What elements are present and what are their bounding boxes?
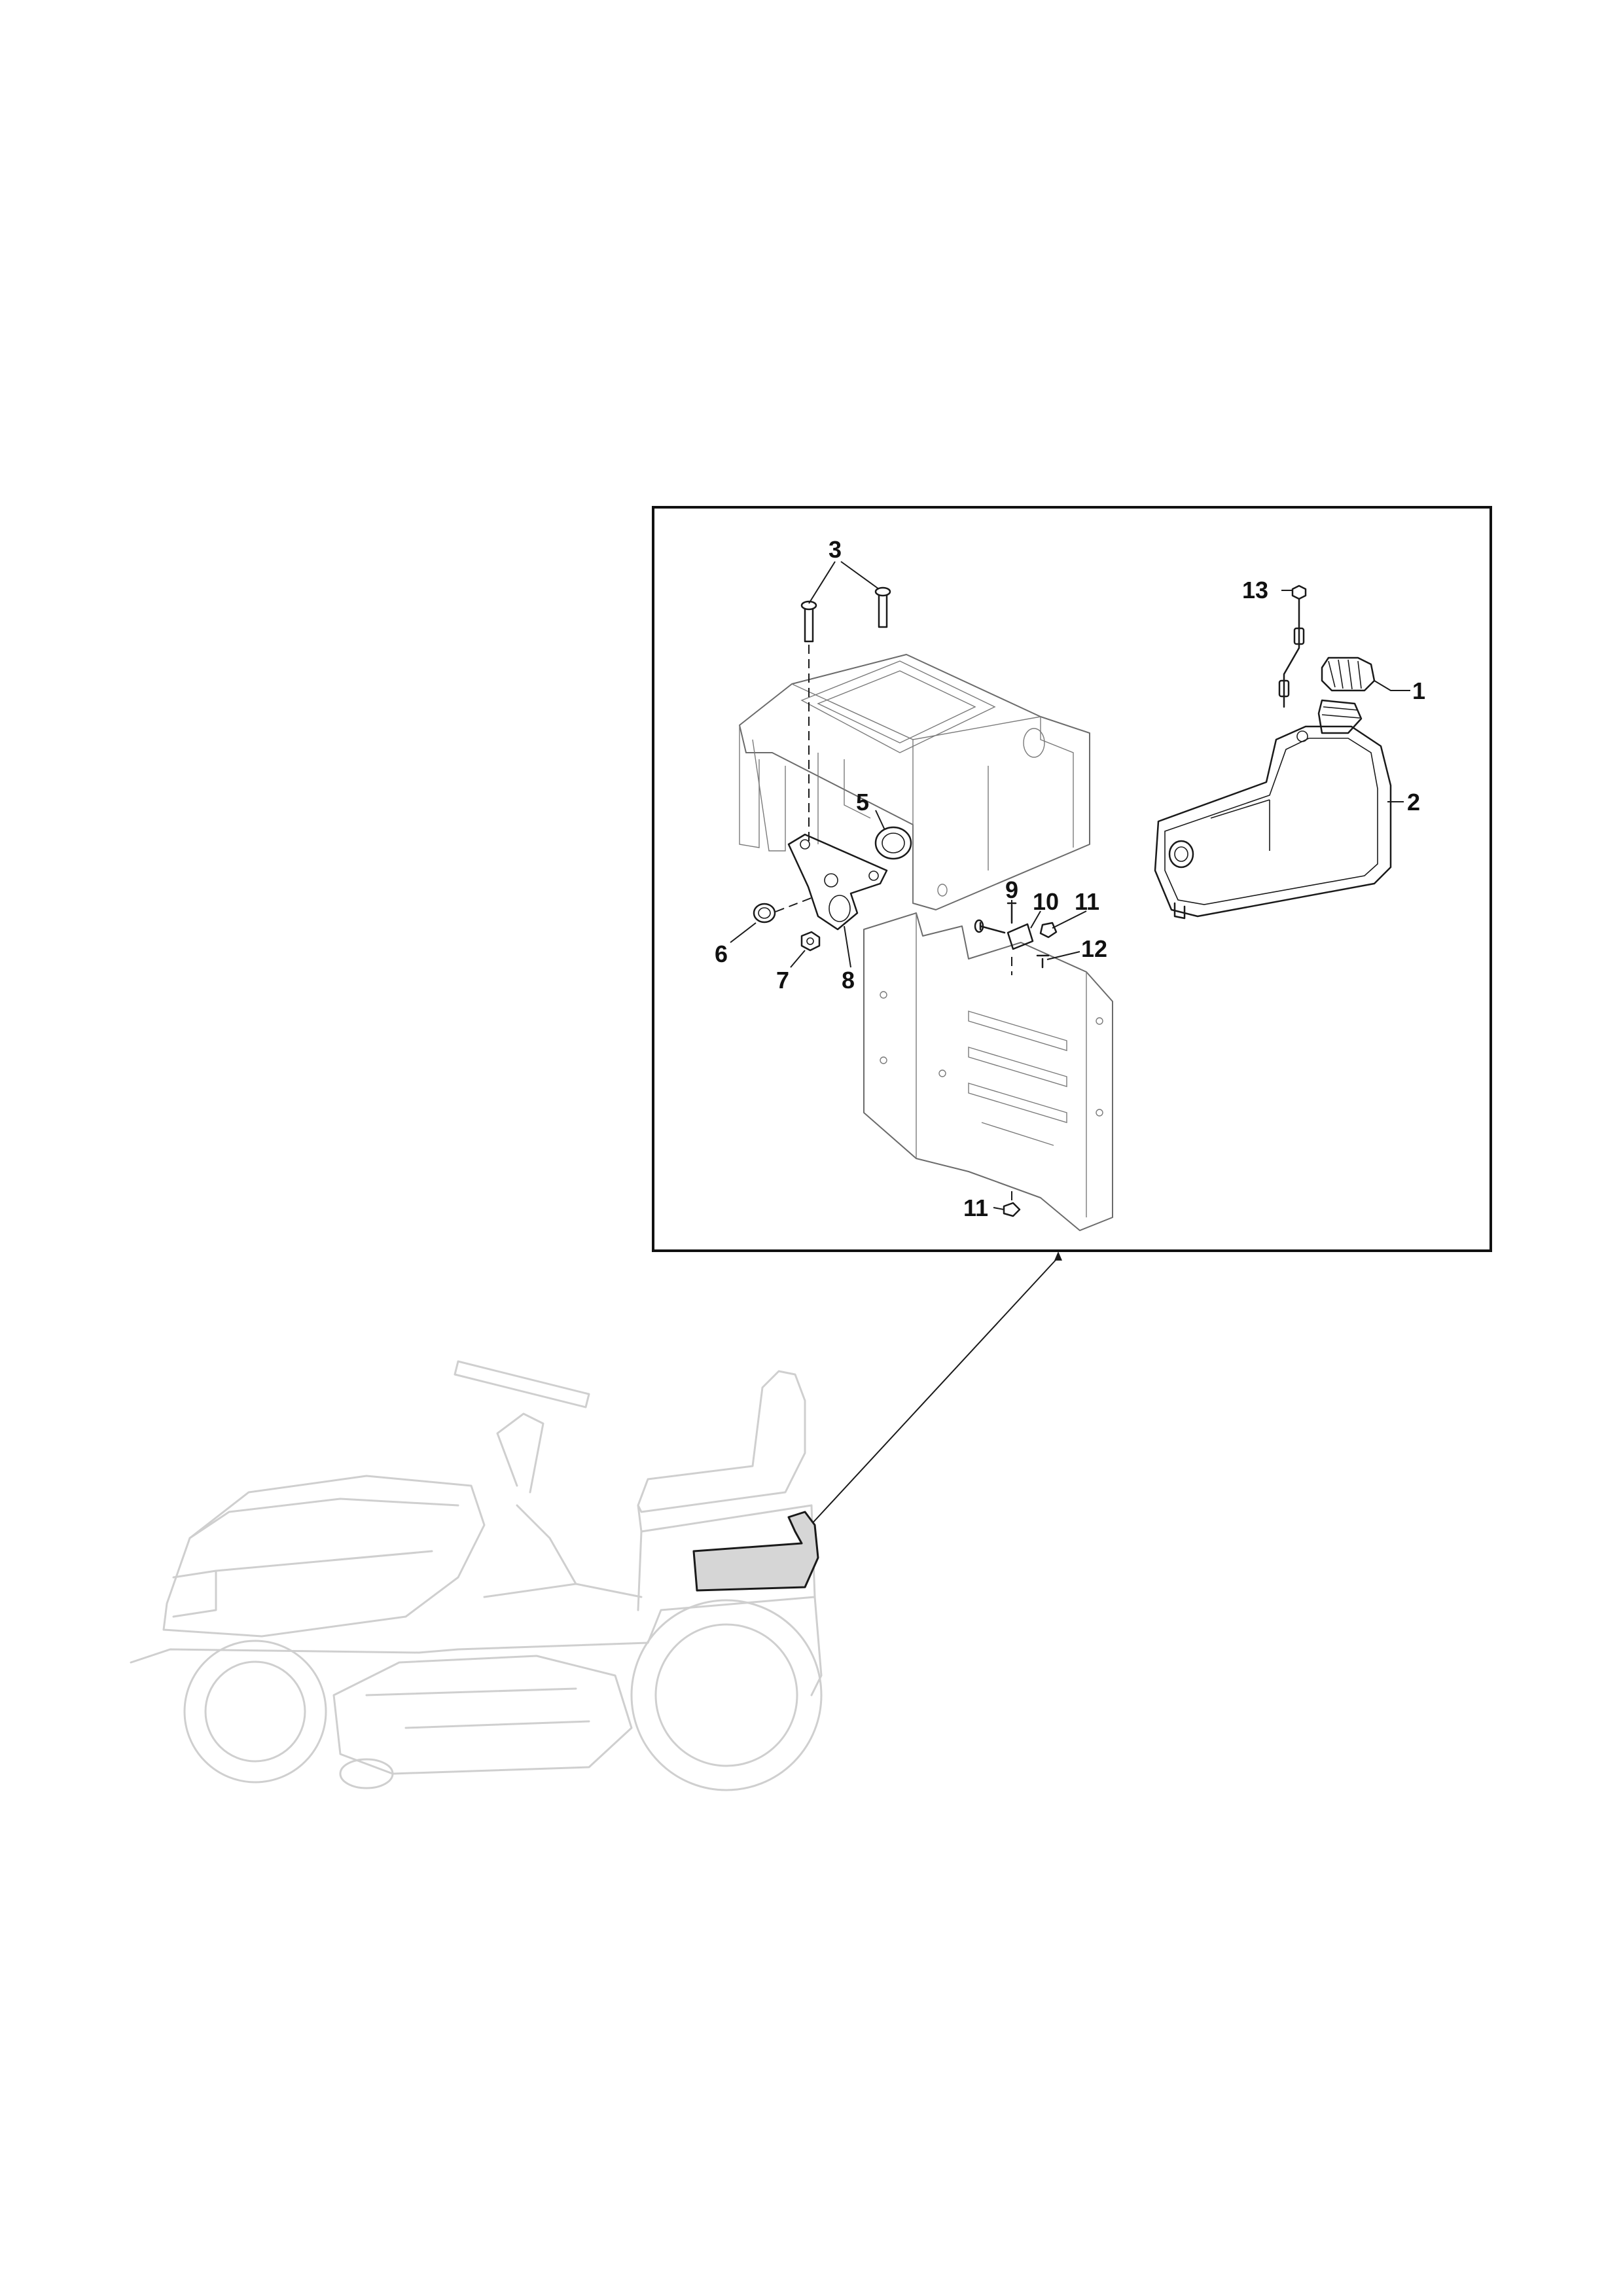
- callout-11a: 11: [1075, 888, 1099, 915]
- callout-12: 12: [1081, 935, 1107, 962]
- grommet: [874, 826, 912, 860]
- rear-frame-assembly: [739, 654, 1113, 1231]
- callout-6: 6: [715, 941, 728, 967]
- callout-7: 7: [776, 967, 789, 994]
- callout-9: 9: [1005, 876, 1018, 903]
- carriage-bolts: [800, 586, 891, 841]
- callout-2: 2: [1407, 789, 1420, 816]
- callout-5: 5: [856, 789, 869, 816]
- bushing: [753, 896, 815, 924]
- callout-13: 13: [1242, 577, 1268, 603]
- callout-10: 10: [1033, 888, 1059, 915]
- fuel-level-sender: [1278, 584, 1307, 708]
- callout-3: 3: [829, 536, 842, 563]
- tractor-silhouette: [130, 1360, 823, 1791]
- tractor-fuel-tank-highlight: [692, 1511, 819, 1592]
- mounting-bracket: [787, 833, 888, 931]
- leader-lines: [730, 561, 1410, 1528]
- callout-1: 1: [1412, 677, 1425, 704]
- fuel-tank: [1154, 699, 1392, 920]
- callout-11b: 11: [963, 1194, 988, 1221]
- callout-8: 8: [842, 967, 855, 994]
- hex-nut: [800, 931, 821, 952]
